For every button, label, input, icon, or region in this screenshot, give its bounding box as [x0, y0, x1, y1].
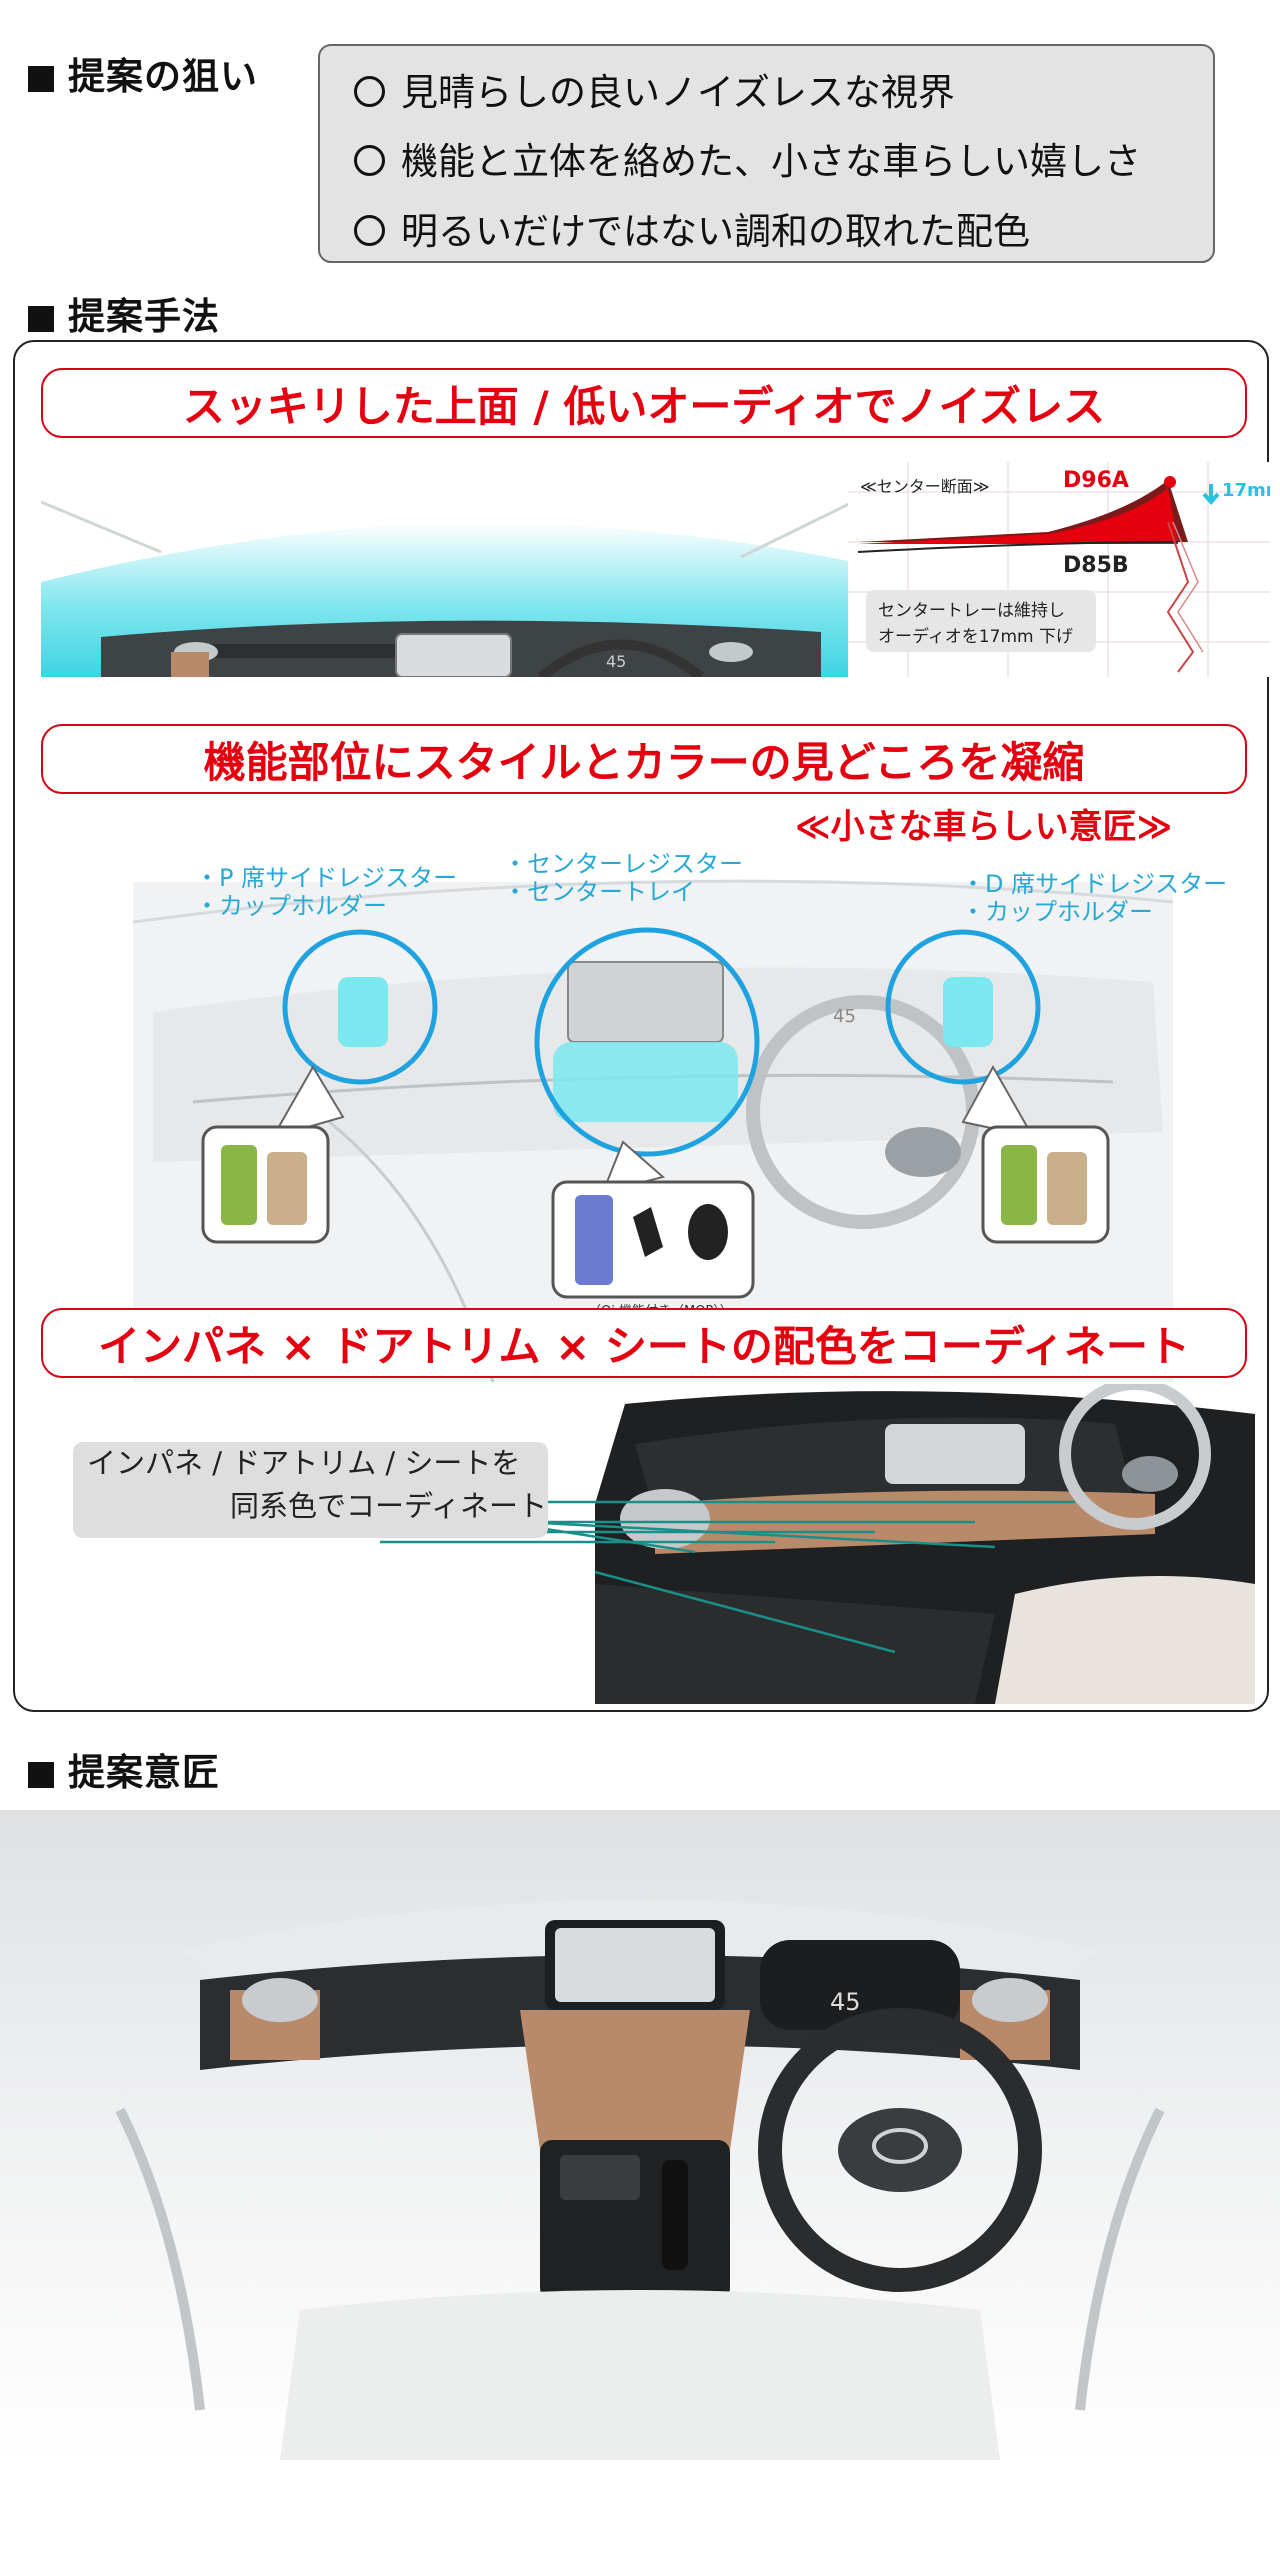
inset-note-line1: センタートレーは維持し [878, 601, 1065, 621]
method-box: スッキリした上面 / 低いオーディオでノイズレス 45 [13, 340, 1270, 1712]
interior-color-sketch [595, 1384, 1255, 1704]
label-d-seat: ・D 席サイドレジスター・カップホルダー [961, 870, 1228, 926]
design-title: 提案意匠 [28, 1742, 220, 1796]
offset-label: 17mm [1222, 480, 1270, 501]
feature-sketch: 45 （Qi 機能付き（MOP）） [133, 879, 1173, 1383]
section3-note: インパネ / ドアトリム / シートを 同系色でコーディネート [73, 1442, 548, 1538]
aim-item: 明るいだけではない調和の取れた配色 [354, 201, 1030, 255]
section1-heading: スッキリした上面 / 低いオーディオでノイズレス [41, 368, 1247, 438]
square-bullet-icon [28, 66, 54, 92]
cluster-speed-mid: 45 [833, 1006, 856, 1027]
aim-item: 機能と立体を絡めた、小さな車らしい嬉しさ [354, 131, 1141, 185]
cluster-speed-large: 45 [830, 1988, 861, 2016]
section2-subheading: ≪小さな車らしい意匠≫ [795, 807, 1173, 847]
inset-note-line2: オーディオを17mm 下げ [878, 626, 1073, 647]
cluster-speed-small: 45 [606, 652, 626, 671]
circle-bullet-icon [354, 215, 385, 246]
inset-title: ≪センター断面≫ [860, 477, 990, 496]
interior-rendering: 45 [0, 1810, 1280, 2460]
label-d96a: D96A [1063, 468, 1129, 493]
square-bullet-icon [28, 306, 54, 332]
dashboard-top-sketch: 45 [41, 462, 853, 677]
square-bullet-icon [28, 1762, 54, 1788]
section3-heading: インパネ × ドアトリム × シートの配色をコーディネート [41, 1308, 1247, 1378]
center-section-chart: ≪センター断面≫ D96A D85B 17mm センタートレーは維持し オーディ… [848, 462, 1270, 677]
section2-heading: 機能部位にスタイルとカラーの見どころを凝縮 [41, 724, 1247, 794]
label-d85b: D85B [1063, 553, 1129, 578]
label-center: ・センターレジスター・センタートレイ [503, 850, 743, 906]
method-title: 提案手法 [28, 286, 220, 340]
circle-bullet-icon [354, 145, 385, 176]
circle-bullet-icon [354, 76, 385, 107]
aims-title: 提案の狙い [28, 46, 258, 100]
aim-item: 見晴らしの良いノイズレスな視界 [354, 62, 955, 116]
aims-box: 見晴らしの良いノイズレスな視界 機能と立体を絡めた、小さな車らしい嬉しさ 明るい… [318, 44, 1215, 263]
label-p-seat: ・P 席サイドレジスター・カップホルダー [195, 864, 458, 920]
